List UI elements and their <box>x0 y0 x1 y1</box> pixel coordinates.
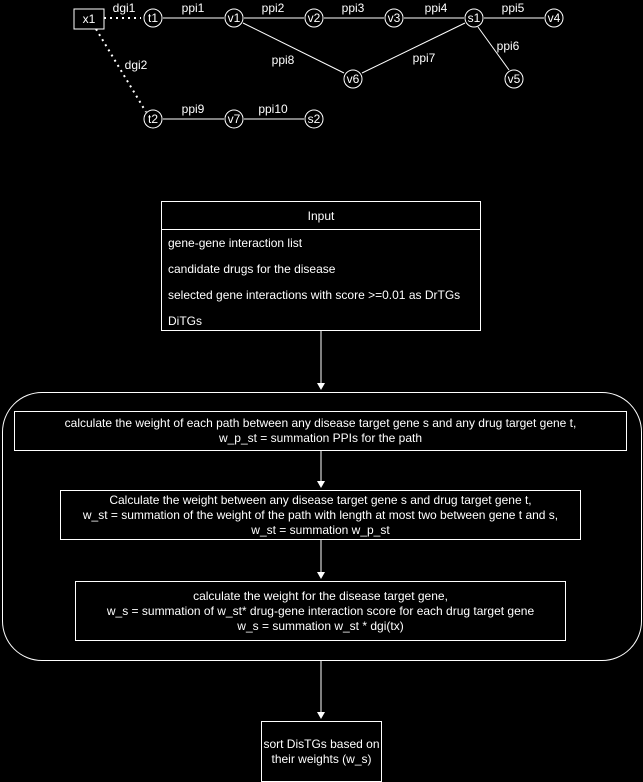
node-label-v7: v7 <box>228 112 241 126</box>
input-item-drtgs: selected gene interactions with score >=… <box>168 288 461 302</box>
input-item-gene-list: gene-gene interaction list <box>168 236 303 250</box>
node-label-s1: s1 <box>468 11 481 25</box>
node-label-x1: x1 <box>83 12 96 26</box>
node-t2: t2 <box>143 109 163 129</box>
step-path-weight-line2: w_p_st = summation PPIs for the path <box>218 431 423 445</box>
input-item-ditgs: DiTGs <box>168 314 202 328</box>
edge-label-ppi4: ppi4 <box>425 1 448 15</box>
node-v2: v2 <box>304 8 324 28</box>
node-label-t2: t2 <box>148 112 158 126</box>
edge-label-ppi2: ppi2 <box>262 1 285 15</box>
edge-ppi8 <box>242 22 345 74</box>
edge-label-ppi7: ppi7 <box>413 51 436 65</box>
input-box: Input gene-gene interaction list candida… <box>161 201 481 331</box>
edge-ppi6 <box>477 26 510 71</box>
node-v1: v1 <box>224 8 244 28</box>
edge-label-dgi2: dgi2 <box>125 58 148 72</box>
step-pair-weight-line2: w_st = summation of the weight of the pa… <box>82 507 559 522</box>
node-v6: v6 <box>343 69 363 89</box>
node-label-v6: v6 <box>347 72 360 86</box>
step-gene-weight-line3: w_s = summation w_st * dgi(tx) <box>237 618 404 633</box>
node-label-s2: s2 <box>308 112 321 126</box>
node-v5: v5 <box>504 69 524 89</box>
edge-ppi7 <box>361 22 466 74</box>
step-gene-weight-line1: calculate the weight for the disease tar… <box>193 588 448 603</box>
node-label-t1: t1 <box>148 11 158 25</box>
input-item-candidate-drugs: candidate drugs for the disease <box>168 262 336 276</box>
output-line2: their weights (w_s) <box>271 751 372 766</box>
node-s2: s2 <box>304 109 324 129</box>
node-v4: v4 <box>544 8 564 28</box>
node-label-v2: v2 <box>308 11 321 25</box>
edge-dgi2 <box>95 28 147 113</box>
step-gene-weight: calculate the weight for the disease tar… <box>75 581 566 641</box>
edge-label-ppi10: ppi10 <box>258 102 288 116</box>
node-label-v3: v3 <box>388 11 401 25</box>
node-s1: s1 <box>464 8 484 28</box>
node-v3: v3 <box>384 8 404 28</box>
edge-label-ppi9: ppi9 <box>182 102 205 116</box>
edge-label-ppi3: ppi3 <box>342 1 365 15</box>
edge-label-ppi5: ppi5 <box>502 1 525 15</box>
step-gene-weight-line2: w_s = summation of w_st* drug-gene inter… <box>106 603 535 618</box>
edge-label-ppi1: ppi1 <box>182 1 205 15</box>
node-label-v1: v1 <box>228 11 241 25</box>
output-line1: sort DisTGs based on <box>263 736 380 751</box>
step-pair-weight-line1: Calculate the weight between any disease… <box>109 492 532 507</box>
step-pair-weight-line3: w_st = summation w_p_st <box>251 522 390 537</box>
output-box: sort DisTGs based on their weights (w_s) <box>261 721 382 782</box>
node-label-v4: v4 <box>548 11 561 25</box>
node-label-v5: v5 <box>508 72 521 86</box>
process-group <box>2 392 642 661</box>
node-t1: t1 <box>143 8 163 28</box>
step-path-weight-line1: calculate the weight of each path betwee… <box>64 416 577 430</box>
edge-label-dgi1: dgi1 <box>113 1 136 15</box>
step-pair-weight: Calculate the weight between any disease… <box>60 490 581 540</box>
node-x1 <box>73 8 105 30</box>
input-title: Input <box>162 202 480 230</box>
edge-label-ppi6: ppi6 <box>497 39 520 53</box>
step-path-weight: calculate the weight of each path betwee… <box>14 411 627 451</box>
node-v7: v7 <box>224 109 244 129</box>
edge-label-ppi8: ppi8 <box>272 53 295 67</box>
